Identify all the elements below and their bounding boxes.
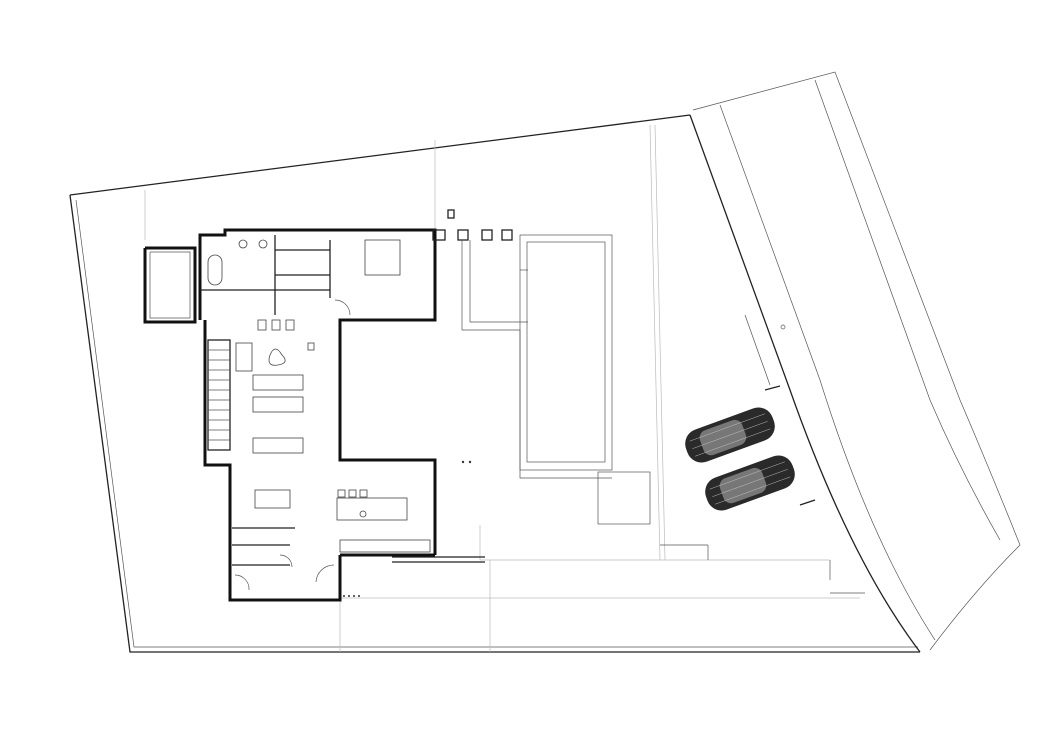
dining-table xyxy=(254,489,291,509)
markers xyxy=(343,460,472,597)
house xyxy=(143,228,437,602)
stair-treads xyxy=(208,349,230,441)
setback-lines xyxy=(144,124,865,652)
bathtub xyxy=(207,254,223,286)
kitchen-island xyxy=(336,497,408,521)
parked-car xyxy=(705,455,795,511)
terrace xyxy=(392,209,651,563)
street xyxy=(692,71,1021,651)
site-boundary xyxy=(69,114,921,653)
pool xyxy=(519,234,613,471)
bed xyxy=(364,239,401,276)
parked-car xyxy=(685,407,775,463)
coffee-table xyxy=(268,348,286,366)
